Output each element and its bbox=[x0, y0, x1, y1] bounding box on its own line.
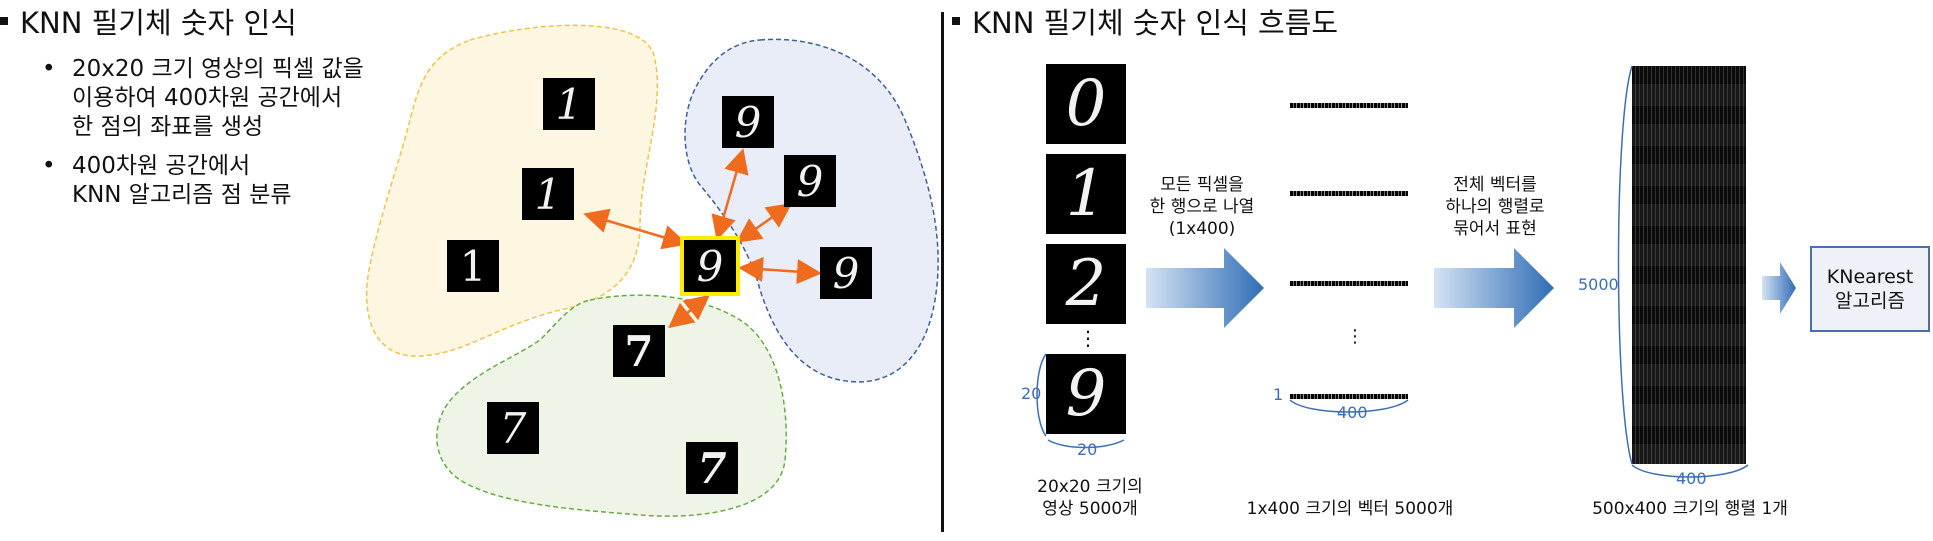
digit-thumb-seven-b: 7 bbox=[487, 402, 539, 454]
arrow-to-nine-mid bbox=[735, 203, 793, 243]
arrow-to-nine-right bbox=[738, 256, 822, 285]
step1-label: 모든 픽셀을 한 행으로 나열 (1x400) bbox=[1149, 175, 1255, 239]
algorithm-label: KNearest 알고리즘 bbox=[1826, 266, 1914, 312]
digit-thumb-seven-a: 7 bbox=[613, 325, 665, 377]
left-heading: KNN 필기체 숫자 인식 bbox=[0, 5, 297, 41]
matrix-cols-label: 400 bbox=[1676, 469, 1707, 488]
arrow-to-one bbox=[583, 208, 688, 250]
vector-row-3 bbox=[1290, 281, 1408, 286]
digit-query-nine: 9 bbox=[680, 236, 740, 296]
digit-thumb-nine-a: 9 bbox=[722, 96, 774, 148]
image-dimension-braces bbox=[1036, 353, 1125, 449]
vector-ellipsis: ⋮ bbox=[1346, 326, 1364, 347]
left-bullet-list: 20x20 크기 영상의 픽셀 값을 이용하여 400차원 공간에서 한 점의 … bbox=[42, 55, 364, 220]
stack-ellipsis: ⋮ bbox=[1078, 326, 1098, 350]
bullet-item-knn-classify: 400차원 공간에서 KNN 알고리즘 점 분류 bbox=[42, 152, 364, 210]
image-height-label: 20 bbox=[1021, 384, 1042, 403]
vector-length-label: 400 bbox=[1337, 403, 1368, 422]
vector-length-brace bbox=[1289, 399, 1409, 413]
sample-digit-two: 2 bbox=[1046, 244, 1126, 324]
digit-thumb-nine-c: 9 bbox=[820, 247, 872, 299]
bullet-square-icon bbox=[0, 17, 8, 25]
knearest-algorithm-box: KNearest 알고리즘 bbox=[1810, 246, 1930, 332]
bullet-square-icon bbox=[952, 17, 960, 25]
right-heading: KNN 필기체 숫자 인식 흐름도 bbox=[952, 5, 1338, 41]
section-divider bbox=[941, 12, 944, 532]
vector-row-last bbox=[1290, 394, 1408, 399]
step1-arrow-icon bbox=[1146, 248, 1264, 328]
digit-thumb-seven-c: 7 bbox=[686, 442, 738, 494]
digit-thumb-one-b: 1 bbox=[522, 168, 574, 220]
bullet-item-pixel-coords: 20x20 크기 영상의 픽셀 값을 이용하여 400차원 공간에서 한 점의 … bbox=[42, 55, 364, 142]
sample-digit-one: 1 bbox=[1046, 154, 1126, 234]
caption-matrix: 500x400 크기의 행렬 1개 bbox=[1592, 499, 1788, 519]
step2-arrow-icon bbox=[1434, 248, 1554, 328]
matrix-col-brace bbox=[1631, 464, 1749, 478]
digit-thumb-one-a: 1 bbox=[543, 78, 595, 130]
sample-digit-zero: 0 bbox=[1046, 64, 1126, 144]
step3-arrow-icon bbox=[1762, 262, 1796, 314]
matrix-row-brace bbox=[1617, 65, 1633, 465]
caption-vectors: 1x400 크기의 벡터 5000개 bbox=[1246, 499, 1454, 519]
arrow-to-nine-top bbox=[711, 148, 749, 241]
arrow-to-seven bbox=[668, 294, 710, 329]
step2-label: 전체 벡터를 하나의 행렬로 묶어서 표현 bbox=[1445, 175, 1545, 239]
digit-thumb-one-c: 1 bbox=[447, 240, 499, 292]
sample-digit-nine: 9 bbox=[1046, 354, 1126, 434]
vector-index-label: 1 bbox=[1273, 385, 1284, 404]
data-matrix-image bbox=[1632, 66, 1746, 464]
vector-row-1 bbox=[1290, 103, 1408, 108]
image-width-label: 20 bbox=[1077, 440, 1098, 459]
caption-images: 20x20 크기의 영상 5000개 bbox=[1037, 477, 1143, 519]
matrix-rows-label: 5000 bbox=[1578, 275, 1619, 294]
digit-thumb-nine-b: 9 bbox=[784, 155, 836, 207]
vector-row-2 bbox=[1290, 191, 1408, 196]
